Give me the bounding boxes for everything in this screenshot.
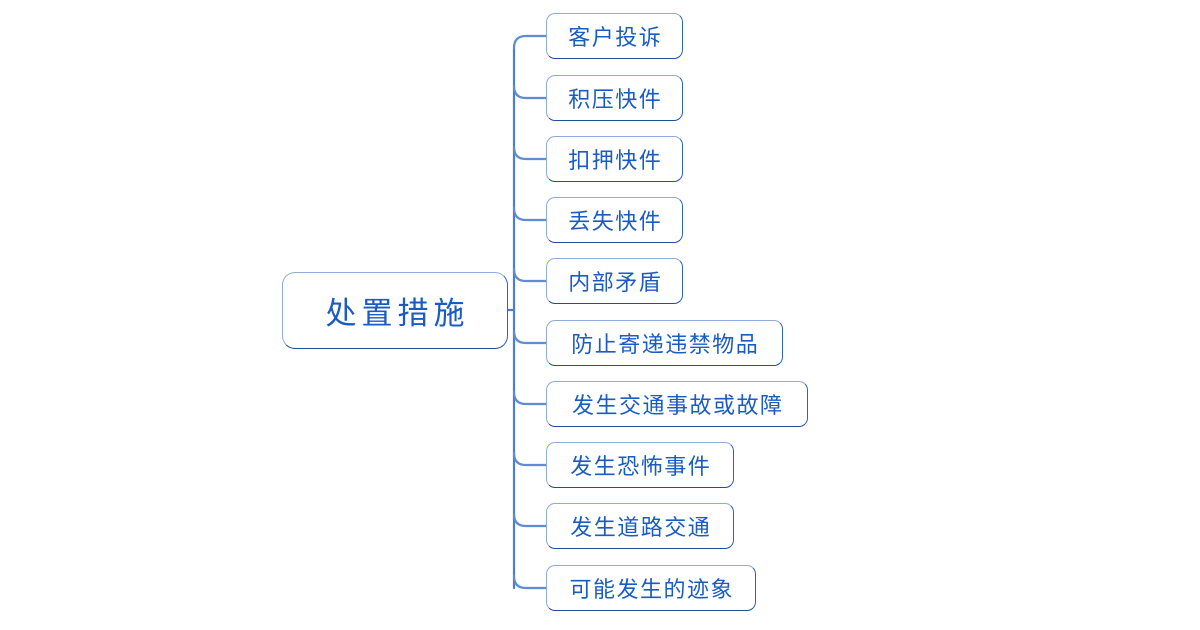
branch-node-label: 发生恐怖事件 (570, 454, 712, 479)
branch-node[interactable]: 扣押快件 (546, 136, 683, 182)
connector-branch-2 (512, 84, 548, 100)
branch-node[interactable]: 发生交通事故或故障 (546, 381, 808, 427)
root-node[interactable]: 处置措施 (282, 272, 508, 349)
branch-node[interactable]: 客户投诉 (546, 13, 683, 59)
connector-branch-4 (512, 206, 548, 222)
connector-branch-6 (512, 329, 548, 345)
branch-node[interactable]: 积压快件 (546, 75, 683, 121)
connector-branch-8 (512, 451, 548, 467)
branch-node[interactable]: 内部矛盾 (546, 258, 683, 304)
root-node-label: 处置措施 (325, 296, 470, 331)
branch-node[interactable]: 可能发生的迹象 (546, 565, 756, 611)
branch-node-label: 扣押快件 (568, 148, 663, 173)
connector-branch-5 (512, 267, 548, 283)
branch-node-label: 客户投诉 (568, 25, 663, 50)
connector-branch-1 (512, 34, 548, 50)
connector-branch-10 (512, 574, 548, 590)
branch-node[interactable]: 发生恐怖事件 (546, 442, 734, 488)
branch-node-label: 发生道路交通 (570, 515, 712, 540)
connector-branch-7 (512, 390, 548, 406)
branch-node-label: 积压快件 (568, 87, 663, 112)
branch-node[interactable]: 丢失快件 (546, 197, 683, 243)
branch-node-label: 发生交通事故或故障 (571, 393, 784, 418)
branch-node[interactable]: 防止寄递违禁物品 (546, 320, 783, 366)
branch-node-label: 防止寄递违禁物品 (571, 332, 760, 357)
branch-node-label: 丢失快件 (568, 209, 663, 234)
branch-node[interactable]: 发生道路交通 (546, 503, 734, 549)
connector-branch-9 (512, 512, 548, 528)
branch-node-label: 内部矛盾 (568, 270, 663, 295)
connector-branch-3 (512, 145, 548, 161)
branch-node-label: 可能发生的迹象 (569, 577, 734, 602)
